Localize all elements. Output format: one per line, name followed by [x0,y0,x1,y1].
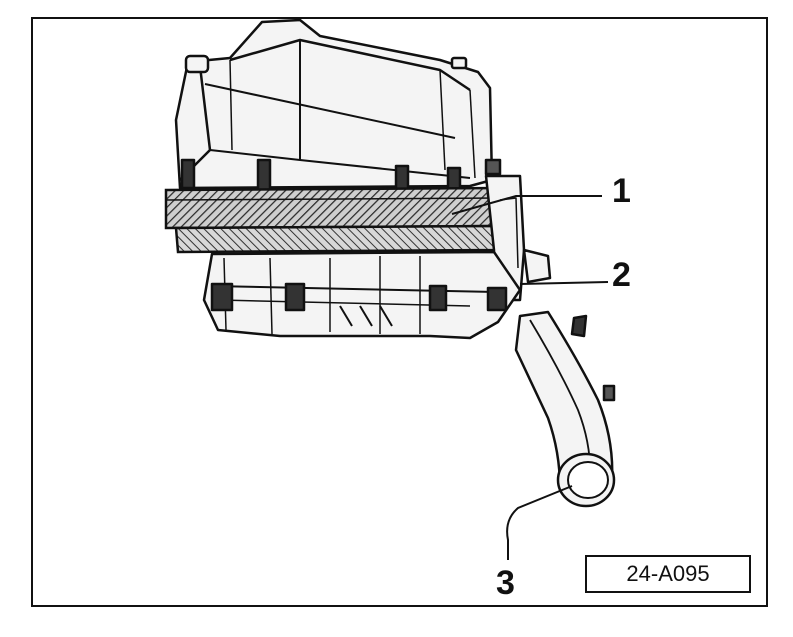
leader-lines [451,195,609,560]
callout-2: 2 [612,256,631,294]
upper-housing [174,18,502,194]
intake-duct [514,310,616,508]
figure-reference-code: 24-A095 [585,555,751,593]
callout-3: 3 [496,564,515,602]
callout-1: 1 [612,172,631,210]
lower-housing [202,250,522,340]
leader-line-2 [519,281,609,285]
filter-element [164,186,502,254]
leader-line-3 [506,485,573,560]
leader-line-1 [451,195,602,215]
